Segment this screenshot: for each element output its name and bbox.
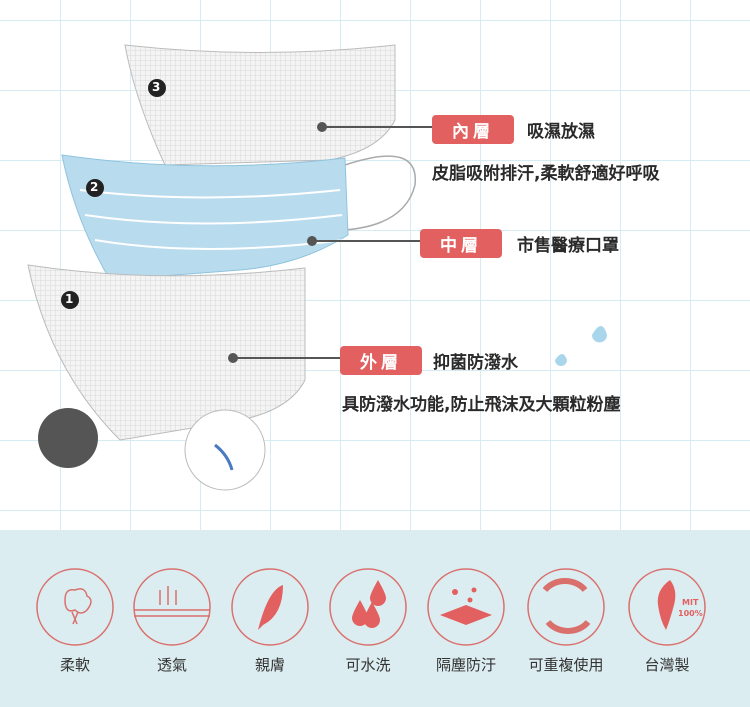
feature-label-made-in-taiwan: 台灣製 <box>644 656 690 674</box>
inner-layer-desc: 皮脂吸附排汗,柔軟舒適好呼吸 <box>432 164 660 184</box>
layer-number: 2 <box>90 180 99 194</box>
feature-label-dustproof: 隔塵防汙 <box>435 656 496 674</box>
feature-label-soft: 柔軟 <box>59 656 90 674</box>
feature-label-breathable: 透氣 <box>156 656 187 674</box>
middle-layer-tag: 中層 <box>420 229 502 258</box>
water-drop-icon <box>555 354 567 366</box>
feature-label-skin-friendly: 親膚 <box>254 656 285 674</box>
middle-layer-title: 市售醫療口罩 <box>517 236 619 256</box>
outer-layer-desc: 具防潑水功能,防止飛沫及大顆粒粉塵 <box>342 395 621 415</box>
middle-layer-mask <box>61 154 416 281</box>
mask-layers-drawing <box>27 44 607 491</box>
fabric-closeup-icon <box>38 408 98 468</box>
water-drop-icon <box>592 326 607 343</box>
feature-label-washable: 可水洗 <box>345 656 391 674</box>
outer-layer-tag: 外層 <box>340 346 422 375</box>
inner-layer-tag: 內層 <box>432 115 514 144</box>
water-repellent-closeup-icon <box>184 409 266 491</box>
layer-number: 1 <box>65 292 74 306</box>
feature-label-reusable: 可重複使用 <box>528 656 604 674</box>
features-panel <box>0 530 750 707</box>
inner-layer-mask <box>124 44 396 166</box>
outer-layer-mask <box>27 264 306 441</box>
inner-layer-title: 吸濕放濕 <box>527 122 595 142</box>
outer-layer-title: 抑菌防潑水 <box>433 353 518 373</box>
layer-number: 3 <box>152 80 161 94</box>
